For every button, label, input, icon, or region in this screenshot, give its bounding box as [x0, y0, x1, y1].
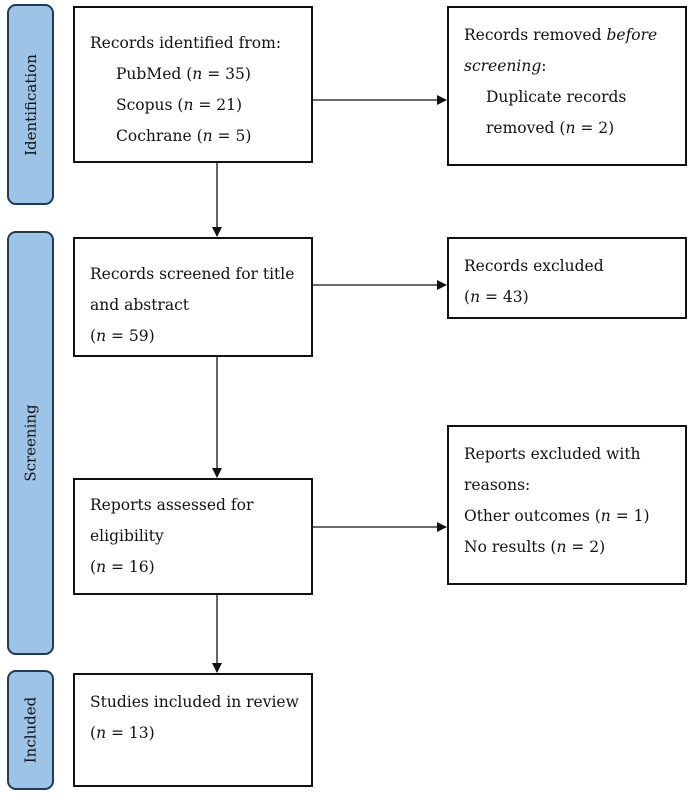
reports-assessed-line2: eligibility: [90, 527, 164, 545]
reports-excluded-subtitle: reasons:: [464, 476, 531, 494]
duplicate-records-count: removed (n = 2): [486, 119, 615, 137]
studies-included-label: Studies included in review: [90, 693, 299, 711]
records-screened-line2: and abstract: [90, 296, 189, 314]
phase-screening: Screening: [7, 231, 54, 655]
reports-excluded-box: Reports excluded with reasons: Other out…: [447, 425, 687, 585]
studies-included-box: Studies included in review (n = 13): [73, 673, 313, 787]
reports-assessed-line1: Reports assessed for: [90, 496, 254, 514]
reports-assessed-count: (n = 16): [90, 558, 155, 576]
records-screened-box: Records screened for title and abstract …: [73, 237, 313, 357]
reason-no-results: No results (n = 2): [464, 538, 606, 556]
records-excluded-count: (n = 43): [464, 288, 529, 306]
records-screened-line1: Records screened for title: [90, 265, 295, 283]
records-identified-box: Records identified from: PubMed (n = 35)…: [73, 6, 313, 163]
records-excluded-label: Records excluded: [464, 257, 604, 275]
records-removed-subtitle: screening:: [464, 57, 547, 75]
records-removed-box: Records removed before screening: Duplic…: [447, 6, 687, 166]
records-identified-heading: Records identified from:: [90, 34, 282, 52]
phase-included: Included: [7, 670, 54, 790]
phase-identification: Identification: [7, 4, 54, 205]
source-scopus: Scopus (n = 21): [116, 96, 243, 114]
reason-other-outcomes: Other outcomes (n = 1): [464, 507, 650, 525]
records-screened-count: (n = 59): [90, 327, 155, 345]
records-excluded-box: Records excluded (n = 43): [447, 237, 687, 319]
duplicate-records-label: Duplicate records: [486, 88, 627, 106]
reports-assessed-box: Reports assessed for eligibility (n = 16…: [73, 478, 313, 595]
source-pubmed: PubMed (n = 35): [116, 65, 251, 83]
source-cochrane: Cochrane (n = 5): [116, 127, 252, 145]
records-removed-title: Records removed before: [464, 26, 658, 44]
reports-excluded-title: Reports excluded with: [464, 445, 641, 463]
studies-included-count: (n = 13): [90, 724, 155, 742]
